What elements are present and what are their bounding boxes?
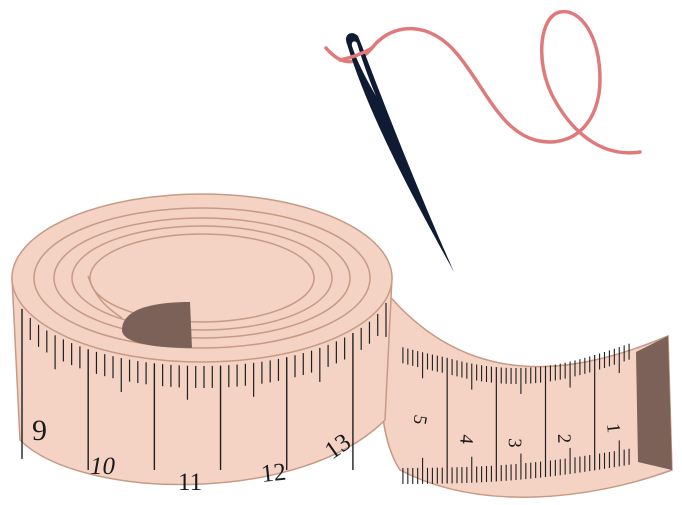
strip-ticks — [402, 343, 630, 484]
roll-number-11: 11 — [178, 469, 202, 496]
strip-number-3: 3 — [504, 438, 525, 448]
strip-number-2: 2 — [553, 433, 574, 443]
tape-strip: 5 4 3 2 1 — [379, 290, 673, 498]
sewing-needle-icon — [338, 33, 454, 272]
strip-number-1: 1 — [602, 422, 624, 434]
roll-ticks — [21, 302, 387, 470]
measuring-tape-icon: 9 10 11 12 13 — [11, 193, 393, 496]
strip-number-4: 4 — [455, 434, 477, 446]
roll-number-12: 12 — [260, 459, 288, 488]
strip-number-5: 5 — [408, 413, 430, 426]
roll-number-10: 10 — [90, 453, 116, 480]
roll-number-9: 9 — [32, 414, 47, 447]
thread-icon — [324, 9, 642, 155]
